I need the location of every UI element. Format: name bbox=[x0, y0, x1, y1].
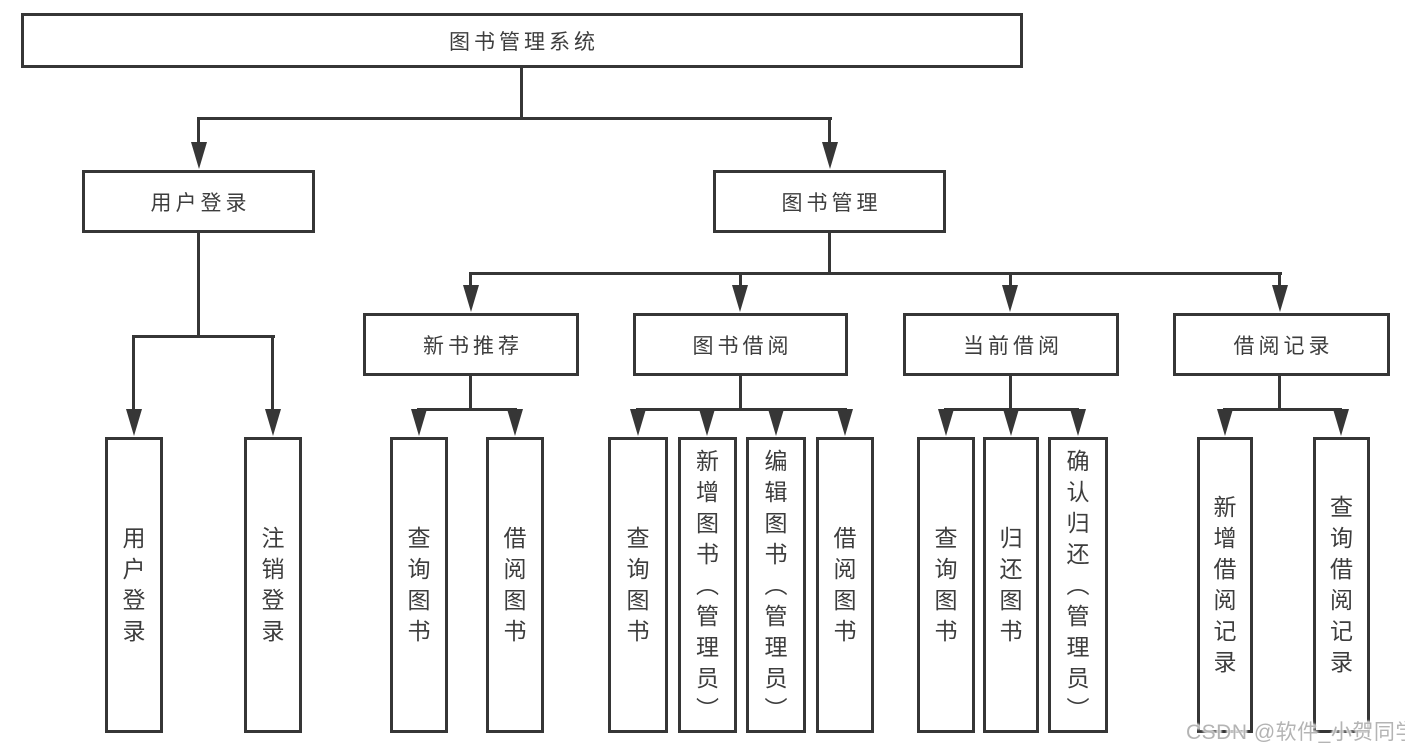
arrowhead-down bbox=[938, 409, 954, 436]
leaf-query-books-2-label: 查 询 图 书 bbox=[626, 525, 650, 644]
arrowhead-down bbox=[1070, 409, 1086, 436]
arrowhead-down bbox=[768, 409, 784, 436]
leaf-query-borrow-record-label: 查 询 借 阅 记 录 bbox=[1330, 494, 1353, 675]
node-current-borrow-label: 当前借阅 bbox=[963, 334, 1063, 358]
connector bbox=[1009, 376, 1012, 410]
watermark: CSDN @软件_小贺同学 bbox=[1186, 721, 1405, 744]
arrowhead-down bbox=[1002, 285, 1018, 312]
leaf-query-books-1: 查 询 图 书 bbox=[390, 437, 448, 733]
leaf-add-borrow-record: 新 增 借 阅 记 录 bbox=[1197, 437, 1253, 733]
leaf-logout: 注 销 登 录 bbox=[244, 437, 302, 733]
leaf-borrow-books-1: 借 阅 图 书 bbox=[486, 437, 544, 733]
arrowhead-down bbox=[732, 285, 748, 312]
arrowhead-down bbox=[699, 409, 715, 436]
arrowhead-down bbox=[1003, 409, 1019, 436]
leaf-borrow-books-2: 借 阅 图 书 bbox=[816, 437, 874, 733]
node-book-borrow: 图书借阅 bbox=[633, 313, 848, 376]
node-book-management-label: 图书管理 bbox=[781, 191, 882, 215]
arrowhead-down bbox=[411, 409, 427, 436]
arrowhead-down bbox=[837, 409, 853, 436]
connector bbox=[1278, 272, 1281, 290]
connector bbox=[469, 272, 1282, 275]
leaf-user-login-label: 用 户 登 录 bbox=[122, 525, 146, 644]
node-user-login-label: 用户登录 bbox=[150, 191, 251, 215]
connector bbox=[828, 233, 831, 274]
arrowhead-down bbox=[463, 285, 479, 312]
connector bbox=[636, 408, 847, 411]
arrowhead-down bbox=[126, 409, 142, 436]
node-user-login: 用户登录 bbox=[82, 170, 315, 233]
node-new-book-recommend-label: 新书推荐 bbox=[423, 334, 523, 358]
arrowhead-down bbox=[1217, 409, 1233, 436]
leaf-add-borrow-record-label: 新 增 借 阅 记 录 bbox=[1213, 494, 1237, 675]
node-root-label: 图书管理系统 bbox=[449, 30, 599, 54]
connector bbox=[1009, 272, 1012, 290]
connector bbox=[739, 376, 742, 410]
leaf-add-book-admin-label: 新 增 图 书 ︵ 管 理 员 ︶ bbox=[696, 447, 719, 722]
node-new-book-recommend: 新书推荐 bbox=[363, 313, 579, 376]
connector bbox=[739, 272, 742, 290]
arrowhead-down bbox=[822, 142, 838, 169]
connector bbox=[1223, 408, 1342, 411]
arrowhead-down bbox=[507, 409, 523, 436]
leaf-return-book-label: 归 还 图 书 bbox=[999, 525, 1023, 644]
leaf-confirm-return-admin-label: 确 认 归 还 ︵ 管 理 员 ︶ bbox=[1066, 447, 1090, 722]
leaf-query-books-3: 查 询 图 书 bbox=[917, 437, 975, 733]
arrowhead-down bbox=[191, 142, 207, 169]
leaf-borrow-books-1-label: 借 阅 图 书 bbox=[503, 525, 527, 644]
node-current-borrow: 当前借阅 bbox=[903, 313, 1119, 376]
node-borrow-records-label: 借阅记录 bbox=[1233, 334, 1334, 358]
connector bbox=[271, 335, 274, 412]
leaf-logout-label: 注 销 登 录 bbox=[261, 525, 285, 644]
connector bbox=[197, 117, 200, 143]
connector bbox=[197, 233, 200, 337]
leaf-add-book-admin: 新 增 图 书 ︵ 管 理 员 ︶ bbox=[678, 437, 737, 733]
leaf-edit-book-admin: 编 辑 图 书 ︵ 管 理 员 ︶ bbox=[746, 437, 806, 733]
leaf-query-borrow-record: 查 询 借 阅 记 录 bbox=[1313, 437, 1370, 733]
connector bbox=[828, 117, 831, 143]
leaf-query-books-2: 查 询 图 书 bbox=[608, 437, 668, 733]
leaf-confirm-return-admin: 确 认 归 还 ︵ 管 理 员 ︶ bbox=[1048, 437, 1108, 733]
arrowhead-down bbox=[1333, 409, 1349, 436]
connector bbox=[469, 272, 472, 290]
connector bbox=[417, 408, 517, 411]
arrowhead-down bbox=[630, 409, 646, 436]
leaf-borrow-books-2-label: 借 阅 图 书 bbox=[833, 525, 857, 644]
leaf-edit-book-admin-label: 编 辑 图 书 ︵ 管 理 员 ︶ bbox=[764, 447, 788, 722]
arrowhead-down bbox=[1272, 285, 1288, 312]
node-book-borrow-label: 图书借阅 bbox=[692, 334, 793, 358]
connector bbox=[520, 68, 523, 117]
node-book-management: 图书管理 bbox=[713, 170, 946, 233]
connector bbox=[132, 335, 275, 338]
connector bbox=[1278, 376, 1281, 410]
node-borrow-records: 借阅记录 bbox=[1173, 313, 1390, 376]
connector bbox=[132, 335, 135, 412]
leaf-query-books-3-label: 查 询 图 书 bbox=[934, 525, 958, 644]
leaf-query-books-1-label: 查 询 图 书 bbox=[407, 525, 431, 644]
arrowhead-down bbox=[265, 409, 281, 436]
node-root: 图书管理系统 bbox=[21, 13, 1023, 68]
connector bbox=[469, 376, 472, 410]
leaf-return-book: 归 还 图 书 bbox=[983, 437, 1039, 733]
leaf-user-login: 用 户 登 录 bbox=[105, 437, 163, 733]
connector bbox=[198, 117, 832, 120]
